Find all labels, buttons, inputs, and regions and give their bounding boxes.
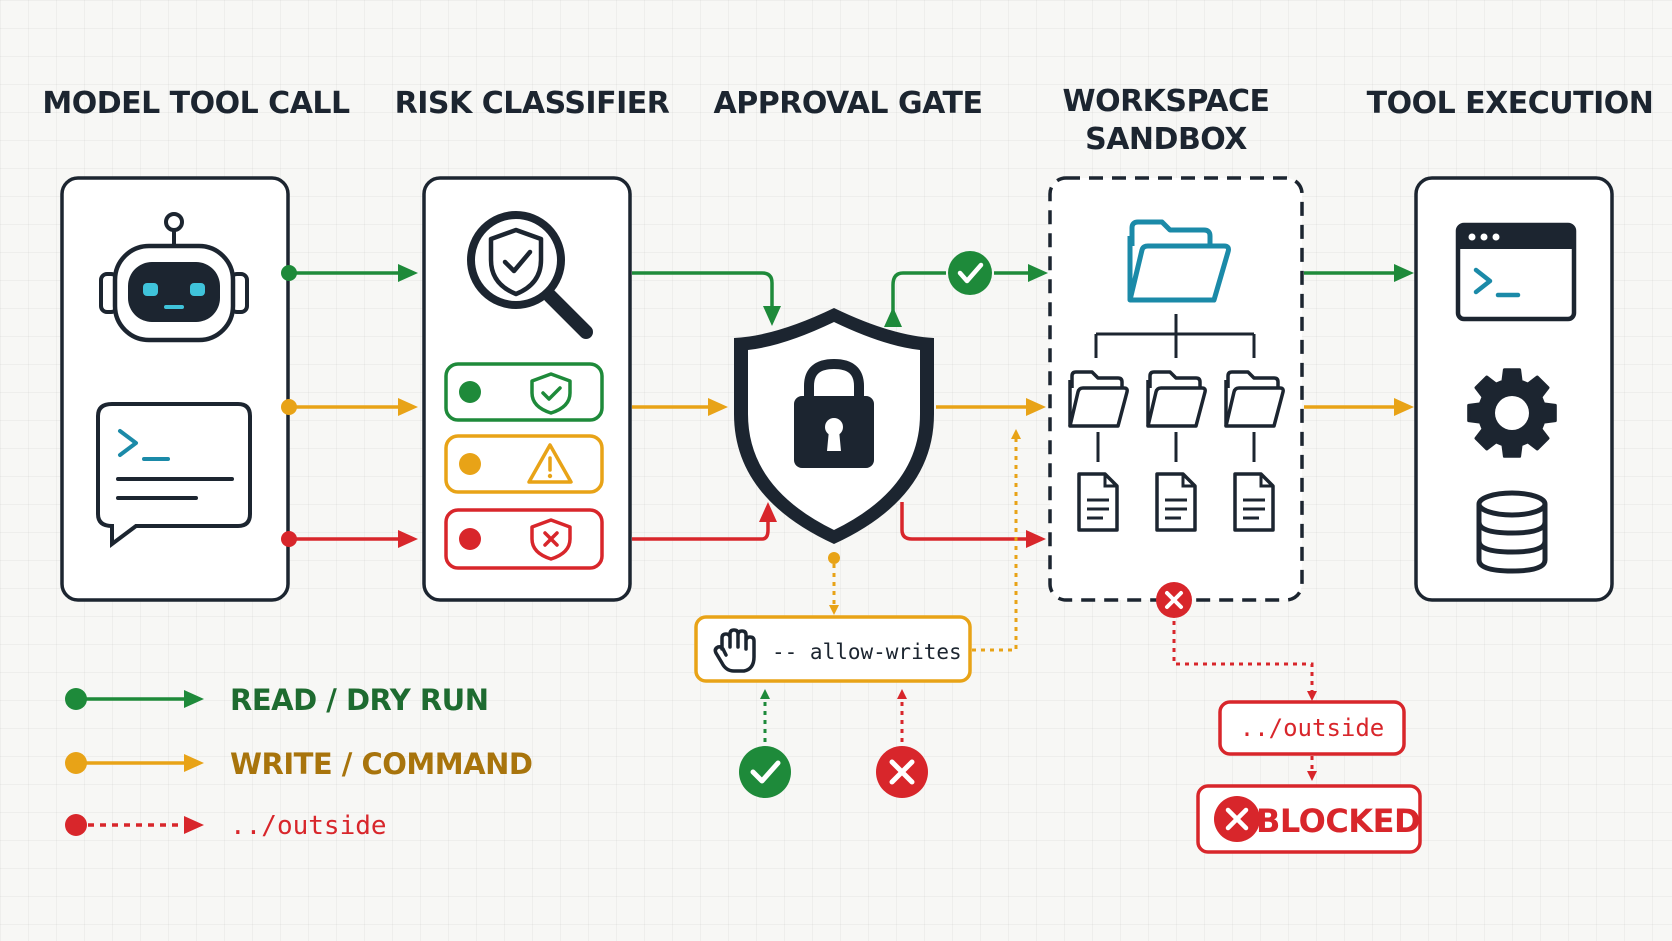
database-icon <box>1476 490 1548 574</box>
header-workspace: WORKSPACE <box>1062 84 1269 119</box>
risk-row-read <box>444 362 604 422</box>
sandbox-x-icon <box>1156 582 1192 618</box>
file-icon <box>1077 472 1119 532</box>
header-sandbox: SANDBOX <box>1085 122 1247 157</box>
legend-item-outside: ../outside <box>65 811 387 841</box>
header-risk-classifier: RISK CLASSIFIER <box>395 86 670 121</box>
robot-icon <box>99 212 249 343</box>
subfolder-icon <box>1068 370 1129 428</box>
legend-label-read: READ / DRY RUN <box>230 683 489 717</box>
deny-x-icon[interactable] <box>876 746 928 798</box>
header-tool-execution: TOOL EXECUTION <box>1367 86 1654 121</box>
shield-x-icon <box>530 518 572 561</box>
blocked-x-icon <box>1214 796 1260 842</box>
file-icon <box>1155 472 1197 532</box>
warning-icon <box>527 443 573 484</box>
subfolder-icon <box>1146 370 1207 428</box>
sandbox-tree-lines <box>1094 314 1256 462</box>
shield-check-icon <box>530 372 572 415</box>
arrows-sandbox-to-execution <box>1304 264 1414 416</box>
shield-lock-icon <box>734 308 934 544</box>
legend-label-write: WRITE / COMMAND <box>230 747 532 781</box>
terminal-window-icon <box>1455 222 1577 322</box>
sandbox-escape-path: ../outside BLOCKED <box>1156 582 1422 854</box>
file-icon <box>1233 472 1275 532</box>
risk-row-write <box>444 434 604 494</box>
arrows-model-to-classifier <box>281 264 418 548</box>
legend-item-read: READ / DRY RUN <box>65 683 489 717</box>
approval-flag-connector <box>828 429 1021 652</box>
folder-icon <box>1127 219 1231 303</box>
subfolder-icon <box>1224 370 1285 428</box>
outside-path-box <box>1218 700 1406 756</box>
blocked-label: BLOCKED <box>1256 802 1420 840</box>
header-approval-gate: APPROVAL GATE <box>714 86 983 121</box>
legend: READ / DRY RUN WRITE / COMMAND ../outsid… <box>65 683 533 841</box>
header-model-tool-call: MODEL TOOL CALL <box>42 86 350 121</box>
flag-approval-outcomes <box>739 689 928 798</box>
allow-writes-flag: -- allow-writes <box>772 640 962 664</box>
allow-writes-flag-box <box>694 615 972 683</box>
legend-item-write: WRITE / COMMAND <box>65 747 533 781</box>
arrows-gate-to-sandbox <box>884 251 1048 548</box>
gear-icon <box>1467 368 1557 458</box>
legend-label-outside: ../outside <box>230 811 387 841</box>
hand-icon <box>713 628 756 673</box>
risk-row-outside <box>444 508 604 570</box>
magnifier-shield-icon <box>467 211 593 339</box>
outside-path-label: ../outside <box>1240 714 1385 742</box>
sandbox-subfolders <box>1068 370 1285 532</box>
blocked-box <box>1196 784 1422 854</box>
approved-check-icon <box>948 251 992 295</box>
arrows-classifier-to-gate <box>632 271 781 541</box>
terminal-chat-icon <box>96 402 252 548</box>
approve-check-icon[interactable] <box>739 746 791 798</box>
